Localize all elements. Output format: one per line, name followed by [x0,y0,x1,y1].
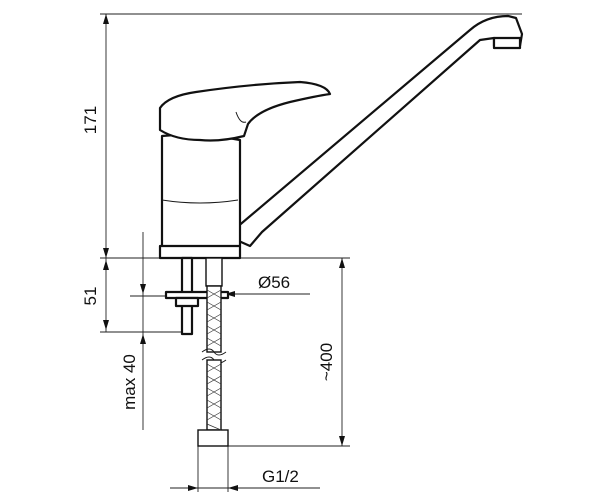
body-band-line [161,199,239,204]
base-dim-arrow-top [103,260,109,270]
base-dim-arrow-bottom [103,320,109,330]
hose-braid-upper [206,289,222,347]
height-dim-arrow-top [103,14,109,24]
spout-arm [230,14,524,248]
dimension-lines [100,13,522,492]
hose-bottom-fitting [197,429,229,447]
max-thickness-arrow-top [140,284,146,294]
faucet-body [158,80,332,260]
hose-braid-lower [206,363,222,431]
max-thickness-arrow-bottom [140,334,146,344]
hose-top-fitting [205,257,223,287]
faucet-spout [230,14,524,248]
height-total-label: 171 [81,106,100,134]
lever-detail [235,111,247,123]
thread-arrow-right [228,485,238,491]
height-dim-arrow-bottom [103,248,109,258]
hose-dim-arrow-top [339,258,345,268]
thread-label: G1/2 [262,467,299,486]
aerator [492,36,522,50]
thread-arrow-left [188,485,198,491]
dimension-labels: 171 51 max 40 ~400 Ø56 G1/2 [81,106,336,486]
mounting-hardware [164,256,230,336]
base-diameter-label: Ø56 [258,273,290,292]
body-cylinder [160,133,242,251]
hose-break-top [201,348,227,356]
lever-handle [158,80,332,142]
base-height-label: 51 [81,287,100,306]
hose-dim-arrow-bottom [339,436,345,446]
base-flange [158,244,242,260]
hose-length-label: ~400 [317,343,336,381]
max-thickness-label: max 40 [120,354,139,410]
mounting-nut [174,296,200,308]
supply-hose [197,257,229,447]
diameter-leader-arrow [225,291,235,297]
